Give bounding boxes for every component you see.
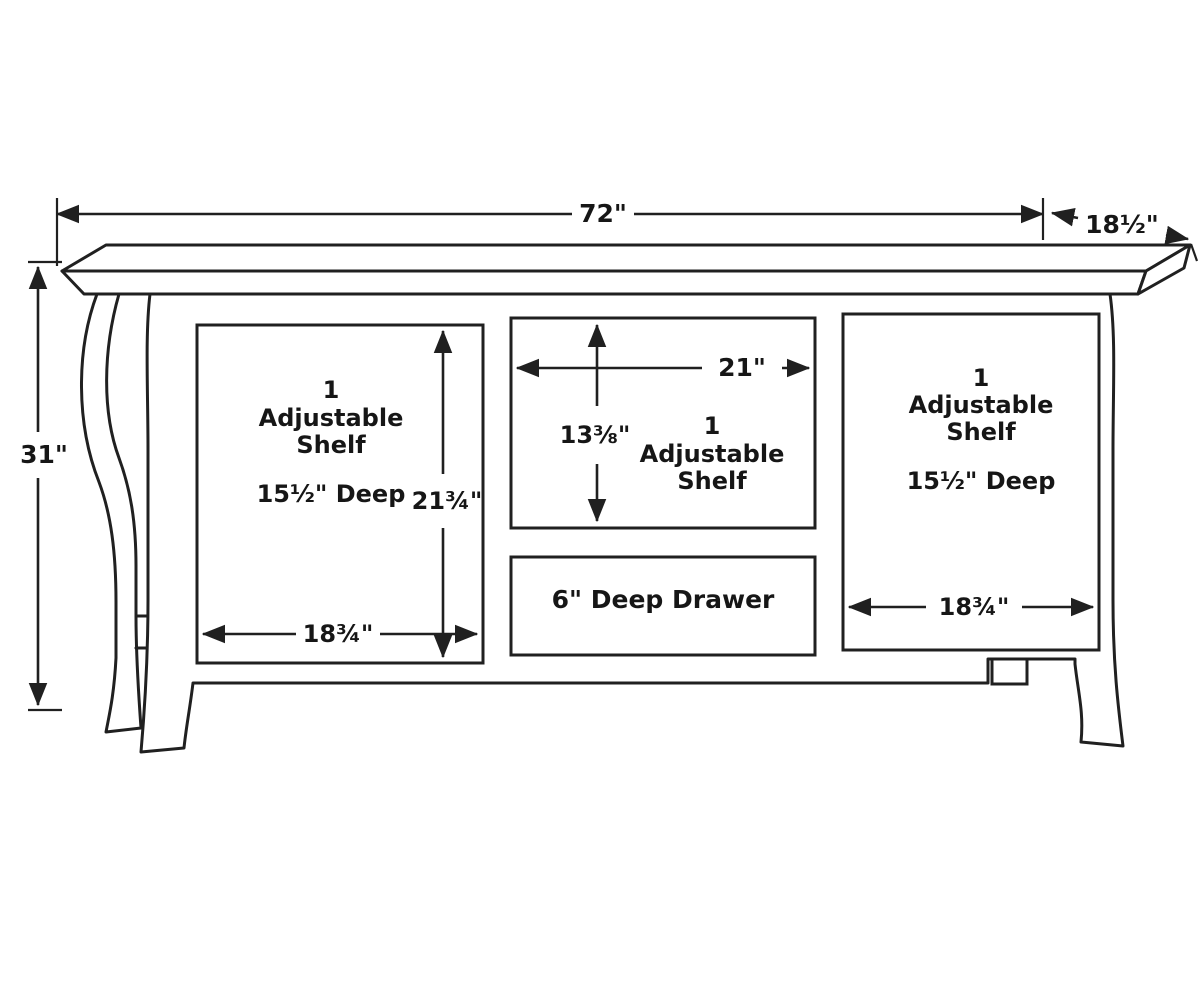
right-shelf-depth-label: 15½" Deep xyxy=(907,467,1056,495)
dim-overall-depth: 18½" xyxy=(1050,208,1199,262)
dim-right-opening-width: 18¾" xyxy=(847,593,1095,621)
left-opening-width-label: 18¾" xyxy=(303,620,374,648)
center-opening-height-label: 13⅜" xyxy=(560,421,631,449)
right-opening-width-label: 18¾" xyxy=(939,593,1010,621)
center-section-labels: 1 Adjustable Shelf xyxy=(640,412,785,495)
center-shelf-label-2: Shelf xyxy=(677,467,747,495)
cabinet-top-surface xyxy=(60,243,1192,273)
left-shelf-label-2: Shelf xyxy=(296,431,366,459)
right-shelf-label-2: Shelf xyxy=(946,418,1016,446)
center-opening xyxy=(509,316,817,530)
drawer-labels: 6" Deep Drawer xyxy=(552,585,775,614)
back-left-leg xyxy=(80,292,143,734)
overall-depth-label: 18½" xyxy=(1085,210,1159,239)
dim-center-opening-width: 21" xyxy=(515,353,811,382)
overall-width-label: 72" xyxy=(579,199,627,228)
left-shelf-depth-label: 15½" Deep xyxy=(257,480,406,508)
right-section-labels: 1 Adjustable Shelf 15½" Deep xyxy=(907,364,1056,495)
dim-center-opening-height: 13⅜" xyxy=(560,323,631,523)
left-door-panel xyxy=(195,323,485,665)
dim-left-opening-height: 21¾" xyxy=(412,329,483,659)
right-shelf-label-1: Adjustable xyxy=(909,391,1054,419)
back-right-foot xyxy=(990,656,1029,686)
right-door-panel xyxy=(841,312,1101,652)
center-shelf-label-1: Adjustable xyxy=(640,440,785,468)
left-opening-height-label: 21¾" xyxy=(412,487,483,515)
left-section-labels: 1 Adjustable Shelf 15½" Deep xyxy=(257,376,406,508)
cabinet-top-front-edge xyxy=(60,269,1148,296)
center-opening-width-label: 21" xyxy=(718,353,766,382)
dim-left-opening-width: 18¾" xyxy=(201,620,479,648)
dim-overall-width: 72" xyxy=(55,198,1045,266)
dim-overall-height: 31" xyxy=(20,260,68,712)
left-shelf-label-1: Adjustable xyxy=(259,404,404,432)
left-shelf-count: 1 xyxy=(323,376,340,404)
center-shelf-count: 1 xyxy=(704,412,721,440)
right-shelf-count: 1 xyxy=(973,364,990,392)
drawer-label: 6" Deep Drawer xyxy=(552,585,775,614)
overall-height-label: 31" xyxy=(20,440,68,469)
drawer-front xyxy=(509,555,817,657)
cabinet-top-end xyxy=(1136,243,1192,296)
